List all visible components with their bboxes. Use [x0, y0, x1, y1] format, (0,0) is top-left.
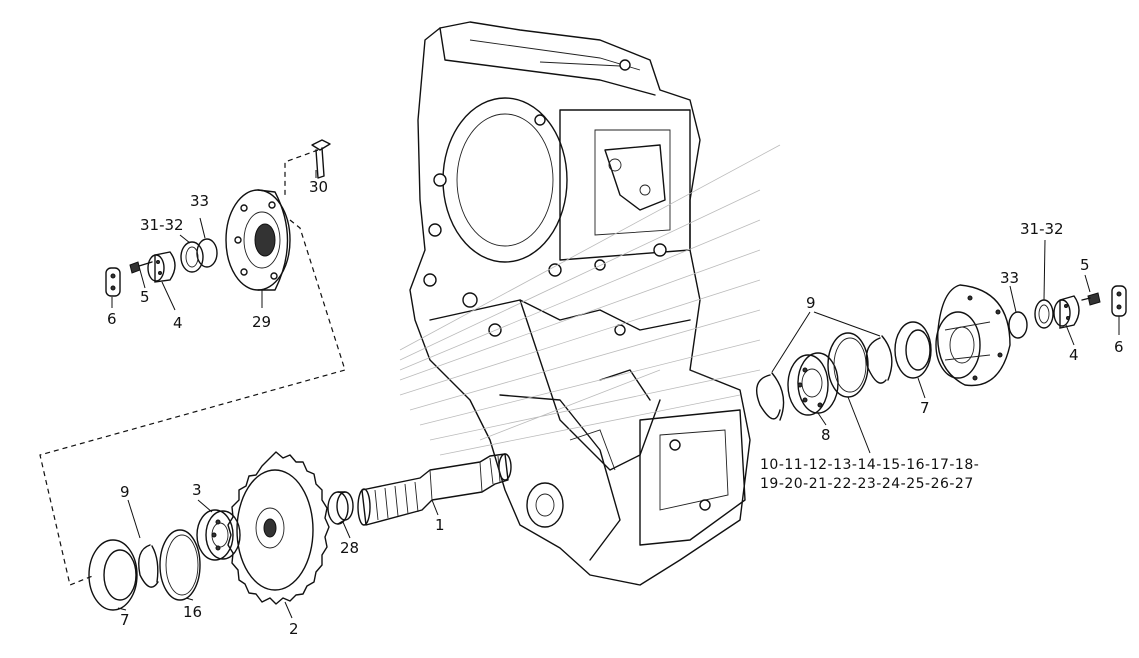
- shim-31-32-left: [180, 241, 204, 273]
- label-31-32-left: 31-32: [140, 216, 184, 234]
- label-2: 2: [289, 620, 299, 638]
- ring-shim-10-27: [827, 332, 869, 398]
- label-28: 28: [340, 539, 359, 557]
- label-30: 30: [309, 178, 328, 196]
- cap-4-right: [1053, 295, 1080, 329]
- label-5-left: 5: [140, 288, 150, 306]
- bolt-5-right: [1081, 292, 1101, 306]
- seal-7-left: [88, 539, 138, 611]
- ring-16: [159, 529, 201, 601]
- label-1: 1: [435, 516, 445, 534]
- oring-33-right: [1008, 311, 1028, 339]
- label-9-bottom: 9: [120, 483, 130, 501]
- label-3: 3: [192, 481, 202, 499]
- label-6-left: 6: [107, 310, 117, 328]
- assembly-dash-bolt: [284, 149, 319, 198]
- bearing-3: [196, 509, 241, 561]
- gearbox-housing: [399, 21, 781, 586]
- bolt-30: [311, 139, 331, 179]
- label-16: 16: [183, 603, 202, 621]
- label-33-right: 33: [1000, 269, 1019, 287]
- oring-33-left: [196, 238, 218, 268]
- label-range-row2: 19-20-21-22-23-24-25-26-27: [760, 476, 974, 492]
- seal-7-right: [894, 321, 932, 379]
- cap-4-left: [147, 251, 176, 283]
- assembly-dash-path: [39, 219, 346, 586]
- circlip-9-left: [138, 544, 159, 588]
- label-33-left: 33: [190, 192, 209, 210]
- label-8: 8: [821, 426, 831, 444]
- label-4-right: 4: [1069, 346, 1079, 364]
- circlip-9-right-a: [756, 372, 785, 421]
- label-6-right: 6: [1114, 338, 1124, 356]
- label-range-row1: 10-11-12-13-14-15-16-17-18-: [760, 457, 979, 473]
- bearing-8: [787, 352, 839, 416]
- lock-plate-6-right: [1111, 285, 1127, 317]
- label-4-left: 4: [173, 314, 183, 332]
- shim-31-32-right: [1034, 299, 1054, 329]
- label-29: 29: [252, 313, 271, 331]
- label-9-right: 9: [806, 294, 816, 312]
- label-7-left: 7: [120, 611, 130, 629]
- lock-plate-6-left: [105, 267, 121, 297]
- cover-flange-right: [935, 284, 1011, 387]
- cover-29: [225, 189, 291, 291]
- label-5-right: 5: [1080, 256, 1090, 274]
- spacer-28: [327, 491, 354, 525]
- shaft-1: [357, 453, 512, 526]
- gear-2: [227, 451, 330, 605]
- leader-lines: [111, 170, 1120, 619]
- label-31-32-right: 31-32: [1020, 220, 1064, 238]
- label-7-right: 7: [920, 399, 930, 417]
- circlip-9-right-b: [865, 335, 893, 384]
